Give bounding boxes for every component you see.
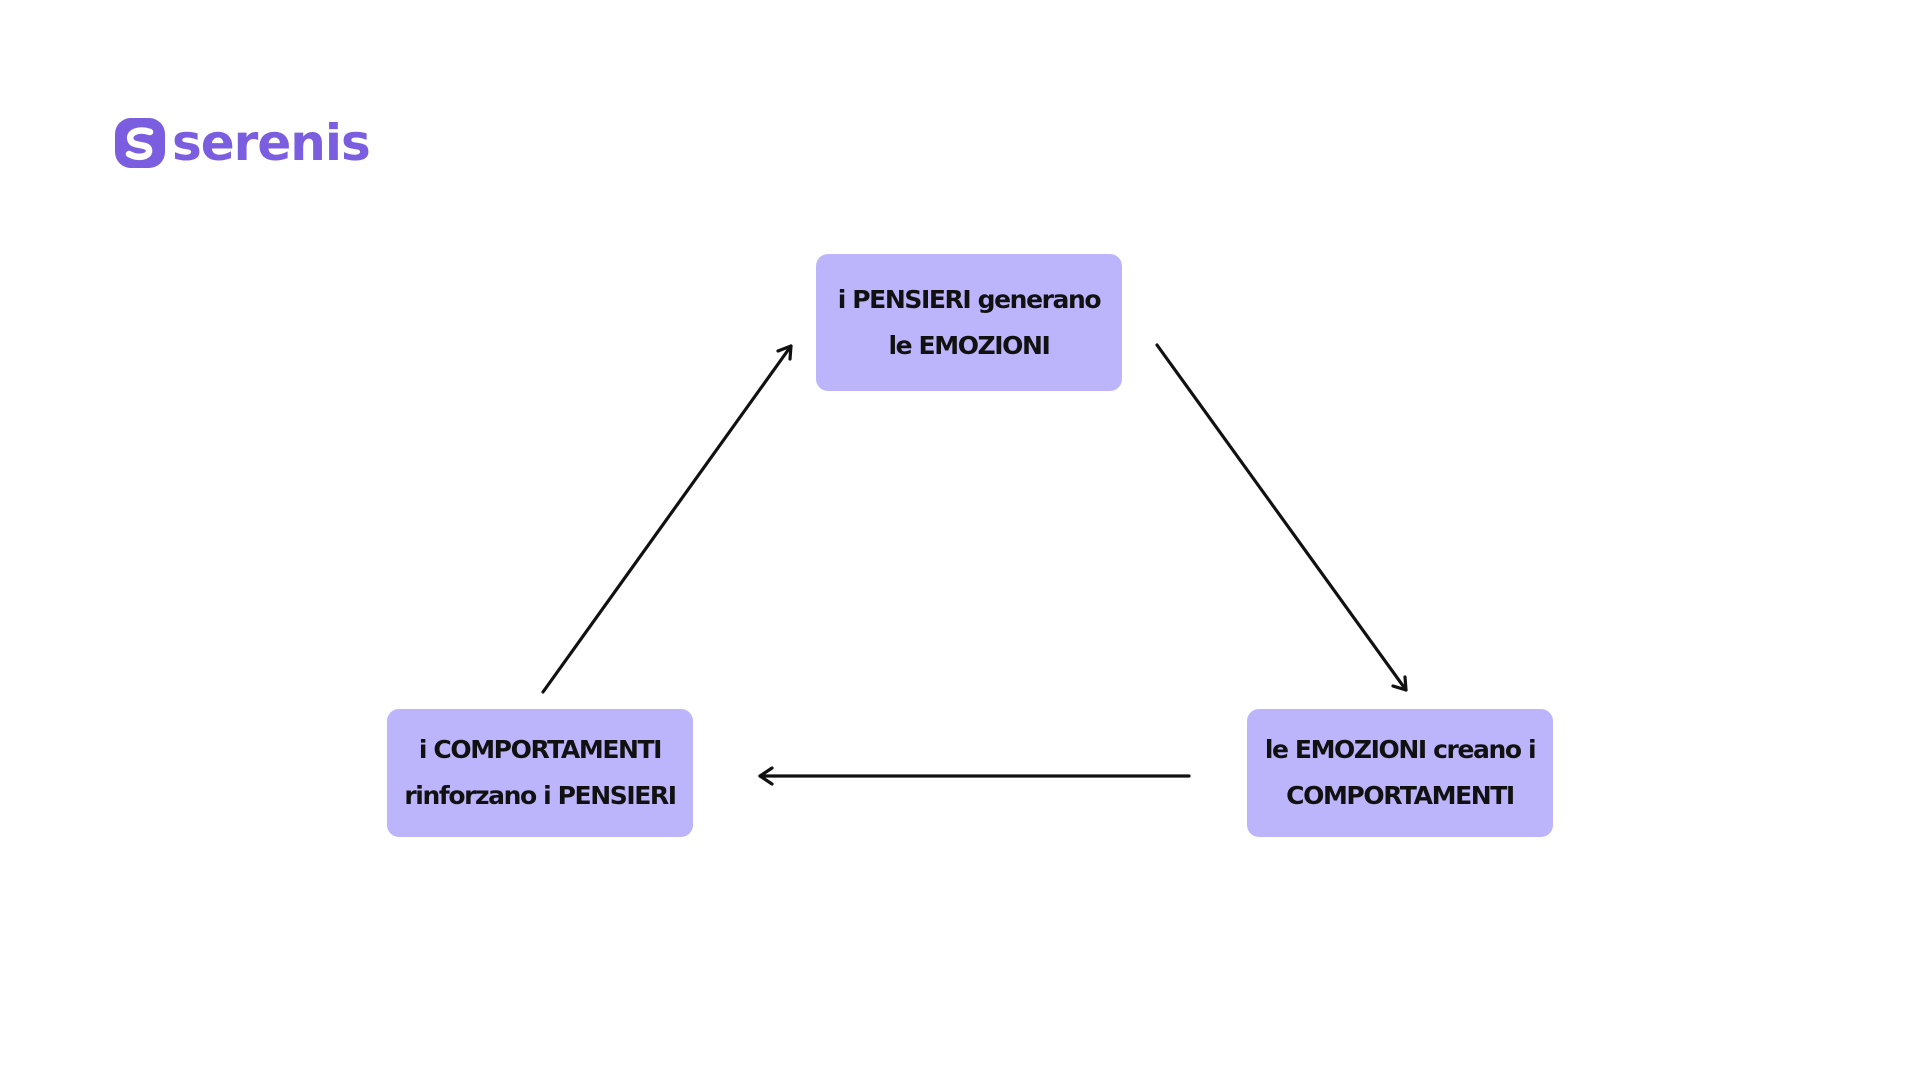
serenis-logo-icon bbox=[115, 118, 165, 168]
arrow-thoughts-to-emotions bbox=[1155, 343, 1408, 692]
brand-name: serenis bbox=[172, 114, 371, 172]
arrow-emotions-to-behaviors bbox=[758, 766, 1191, 786]
node-behaviors: i COMPORTAMENTI rinforzano i PENSIERI bbox=[387, 709, 693, 837]
node-emotions: le EMOZIONI creano i COMPORTAMENTI bbox=[1247, 709, 1553, 837]
node-emotions-label: le EMOZIONI creano i COMPORTAMENTI bbox=[1264, 735, 1537, 810]
serenis-logo: serenis bbox=[114, 114, 371, 172]
node-thoughts-label: i PENSIERI generano le EMOZIONI bbox=[837, 284, 1102, 360]
arrow-behaviors-to-thoughts bbox=[541, 344, 793, 694]
node-behaviors-label: i COMPORTAMENTI rinforzano i PENSIERI bbox=[404, 735, 677, 810]
node-thoughts: i PENSIERI generano le EMOZIONI bbox=[816, 254, 1122, 391]
